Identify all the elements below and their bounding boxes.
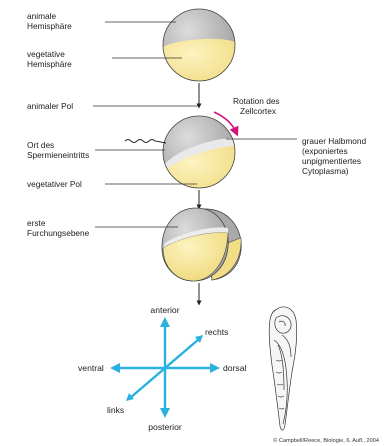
vegetal-hemisphere [160,39,240,90]
label-cleavage-2: Furchungsebene [27,228,90,238]
label-grey-crescent-3: unpigmentiertes [302,156,361,166]
label-links: links [107,405,124,415]
label-anterior: anterior [150,305,179,315]
copyright-note: © Campbell/Reece, Biologie, 6. Aufl., 20… [273,437,379,444]
label-cleavage-1: erste [27,218,46,228]
label-rechts: rechts [205,327,228,337]
label-dorsal: dorsal [223,363,246,373]
label-grey-crescent-4: Cytoplasma) [302,166,349,176]
label-vegetal-hemisphere-2: Hemisphäre [27,59,72,69]
label-vegetal-pole: vegetativer Pol [27,179,82,189]
arrowhead-dorsal [210,363,220,373]
tadpole-embryo-icon [269,307,297,430]
egg-stage-1 [160,9,240,90]
label-ventral: ventral [78,363,104,373]
egg-stage-3 [162,208,241,281]
arrowhead-posterior [160,408,170,418]
label-posterior: posterior [148,422,182,432]
label-animal-hemisphere-1: animale [27,11,56,21]
label-rotation-2: Zellcortex [240,106,277,116]
label-animal-hemisphere-2: Hemisphäre [27,21,72,31]
sperm-icon [125,140,166,144]
label-sperm-entry-1: Ort des [27,140,54,150]
label-animal-pole: animaler Pol [27,101,73,111]
arrowhead-ventral [110,363,120,373]
label-sperm-entry-2: Spermieneintritts [27,150,89,160]
arrowhead-anterior [160,317,170,327]
egg-stage-2 [160,116,240,200]
label-rotation-1: Rotation des [233,96,280,106]
label-grey-crescent-1: grauer Halbmond [302,136,366,146]
label-grey-crescent-2: (exponiertes [302,146,348,156]
body-axes [110,317,220,418]
label-vegetal-hemisphere-1: vegetative [27,49,65,59]
